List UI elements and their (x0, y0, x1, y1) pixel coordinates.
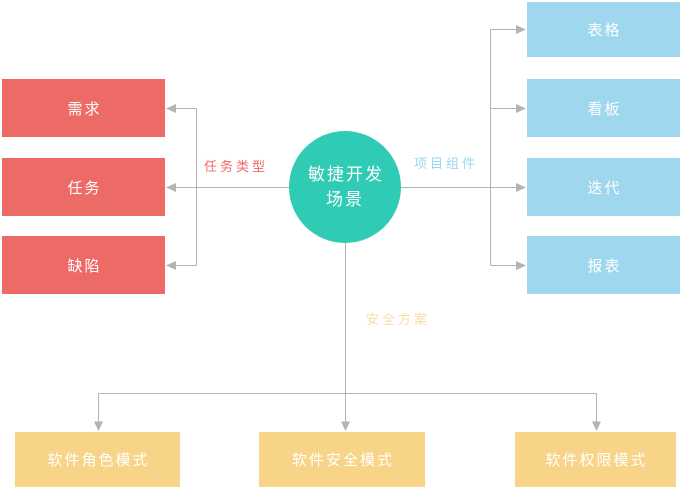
node-requirement[interactable]: 需求 (2, 79, 165, 137)
node-agile-scenario[interactable]: 敏捷开发 场景 (289, 131, 401, 243)
node-task[interactable]: 任务 (2, 158, 165, 216)
node-table[interactable]: 表格 (527, 2, 680, 57)
node-iteration-label: 迭代 (587, 179, 622, 197)
arrow-into-iteration (516, 183, 526, 192)
node-permission-mode-label: 软件权限模式 (545, 452, 648, 469)
arrow-into-security-mode (341, 421, 350, 431)
arrow-into-task (166, 183, 176, 192)
node-role-mode-label: 软件角色模式 (47, 452, 150, 469)
arrow-into-requirement (166, 104, 176, 113)
node-report[interactable]: 报表 (527, 236, 680, 294)
arrow-into-report (516, 261, 526, 270)
connector-strokes (98, 29, 597, 423)
node-agile-scenario-label: 敏捷开发 场景 (308, 165, 384, 209)
branch-label-task-type: 任务类型 (204, 159, 269, 174)
branch-label-project-component: 项目组件 (414, 156, 479, 171)
node-report-label: 报表 (587, 257, 622, 275)
node-kanban-label: 看板 (587, 100, 622, 118)
arrow-into-table (516, 25, 526, 34)
node-defect[interactable]: 缺陷 (2, 236, 165, 294)
branch-label-security-plan: 安全方案 (366, 312, 431, 327)
arrow-into-defect (166, 261, 176, 270)
node-permission-mode[interactable]: 软件权限模式 (515, 432, 676, 487)
node-requirement-label: 需求 (67, 100, 102, 118)
node-security-mode[interactable]: 软件安全模式 (259, 432, 425, 487)
arrow-into-kanban (516, 104, 526, 113)
node-table-label: 表格 (587, 22, 622, 39)
arrow-into-permission-mode (592, 421, 601, 431)
node-role-mode[interactable]: 软件角色模式 (15, 432, 180, 487)
node-security-mode-label: 软件安全模式 (291, 452, 394, 469)
node-defect-label: 缺陷 (67, 257, 102, 275)
node-kanban[interactable]: 看板 (527, 79, 680, 137)
node-iteration[interactable]: 迭代 (527, 158, 680, 216)
node-task-label: 任务 (67, 179, 102, 197)
arrowheads (94, 25, 601, 431)
arrow-into-role-mode (94, 421, 103, 431)
